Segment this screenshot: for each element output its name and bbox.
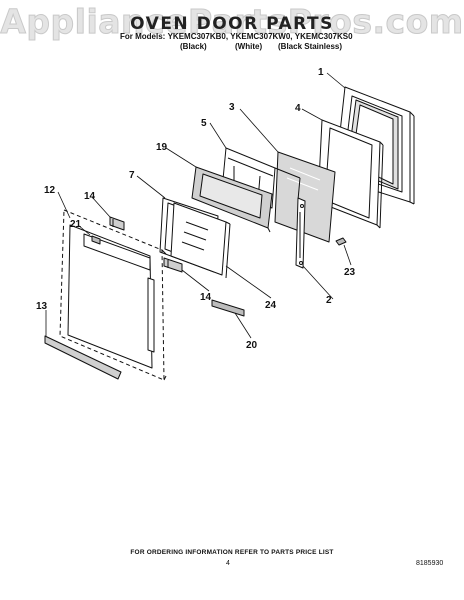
callout-2: 2: [326, 295, 332, 306]
color-black: (Black): [180, 42, 207, 51]
callout-21: 21: [70, 219, 82, 230]
callout-23: 23: [344, 267, 356, 278]
color-stainless: (Black Stainless): [278, 42, 343, 51]
part-20-vent-strip: [211, 299, 245, 317]
callout-14-lower: 14: [200, 292, 212, 303]
callout-13: 13: [36, 301, 48, 312]
leader-lines: [45, 72, 352, 339]
callout-1: 1: [318, 67, 324, 78]
watermark-logo: AppliancePartsPros.com: [0, 2, 464, 42]
part-13-bottom-trim: [44, 335, 122, 380]
document-part-number: 8185930: [416, 560, 444, 567]
part-14-upper-clip: [109, 216, 125, 231]
models-prefix: For Models:: [120, 32, 166, 41]
part-23-screw: [335, 237, 347, 246]
page-number: 4: [226, 560, 230, 567]
ordering-note: FOR ORDERING INFORMATION REFER TO PARTS …: [130, 549, 334, 556]
part-19-shield: [191, 166, 273, 233]
callout-4: 4: [295, 103, 301, 114]
callout-12: 12: [44, 185, 56, 196]
callout-3: 3: [229, 102, 235, 113]
models-line: For Models: YKEMC307KB0, YKEMC307KW0, YK…: [120, 32, 353, 41]
callout-14-upper: 14: [84, 191, 96, 202]
callout-19: 19: [156, 142, 168, 153]
color-white: (White): [235, 42, 263, 51]
part-14-lower-clip: [163, 257, 183, 273]
model-stainless: YKEMC307KS0: [294, 32, 353, 41]
callout-24: 24: [265, 300, 277, 311]
part-12-door-assembly: [59, 209, 167, 381]
callout-5: 5: [201, 118, 207, 129]
page-title: OVEN DOOR PARTS: [130, 14, 334, 34]
model-black: YKEMC307KB0,: [167, 32, 229, 41]
part-2-side-bracket: [295, 197, 306, 269]
callout-20: 20: [246, 340, 258, 351]
part-7-inner-glass: [159, 197, 227, 276]
part-24-lower-shield: [225, 221, 231, 279]
part-4-inner-frame: [317, 119, 384, 229]
model-white: YKEMC307KW0,: [230, 32, 293, 41]
callout-7: 7: [129, 170, 135, 181]
